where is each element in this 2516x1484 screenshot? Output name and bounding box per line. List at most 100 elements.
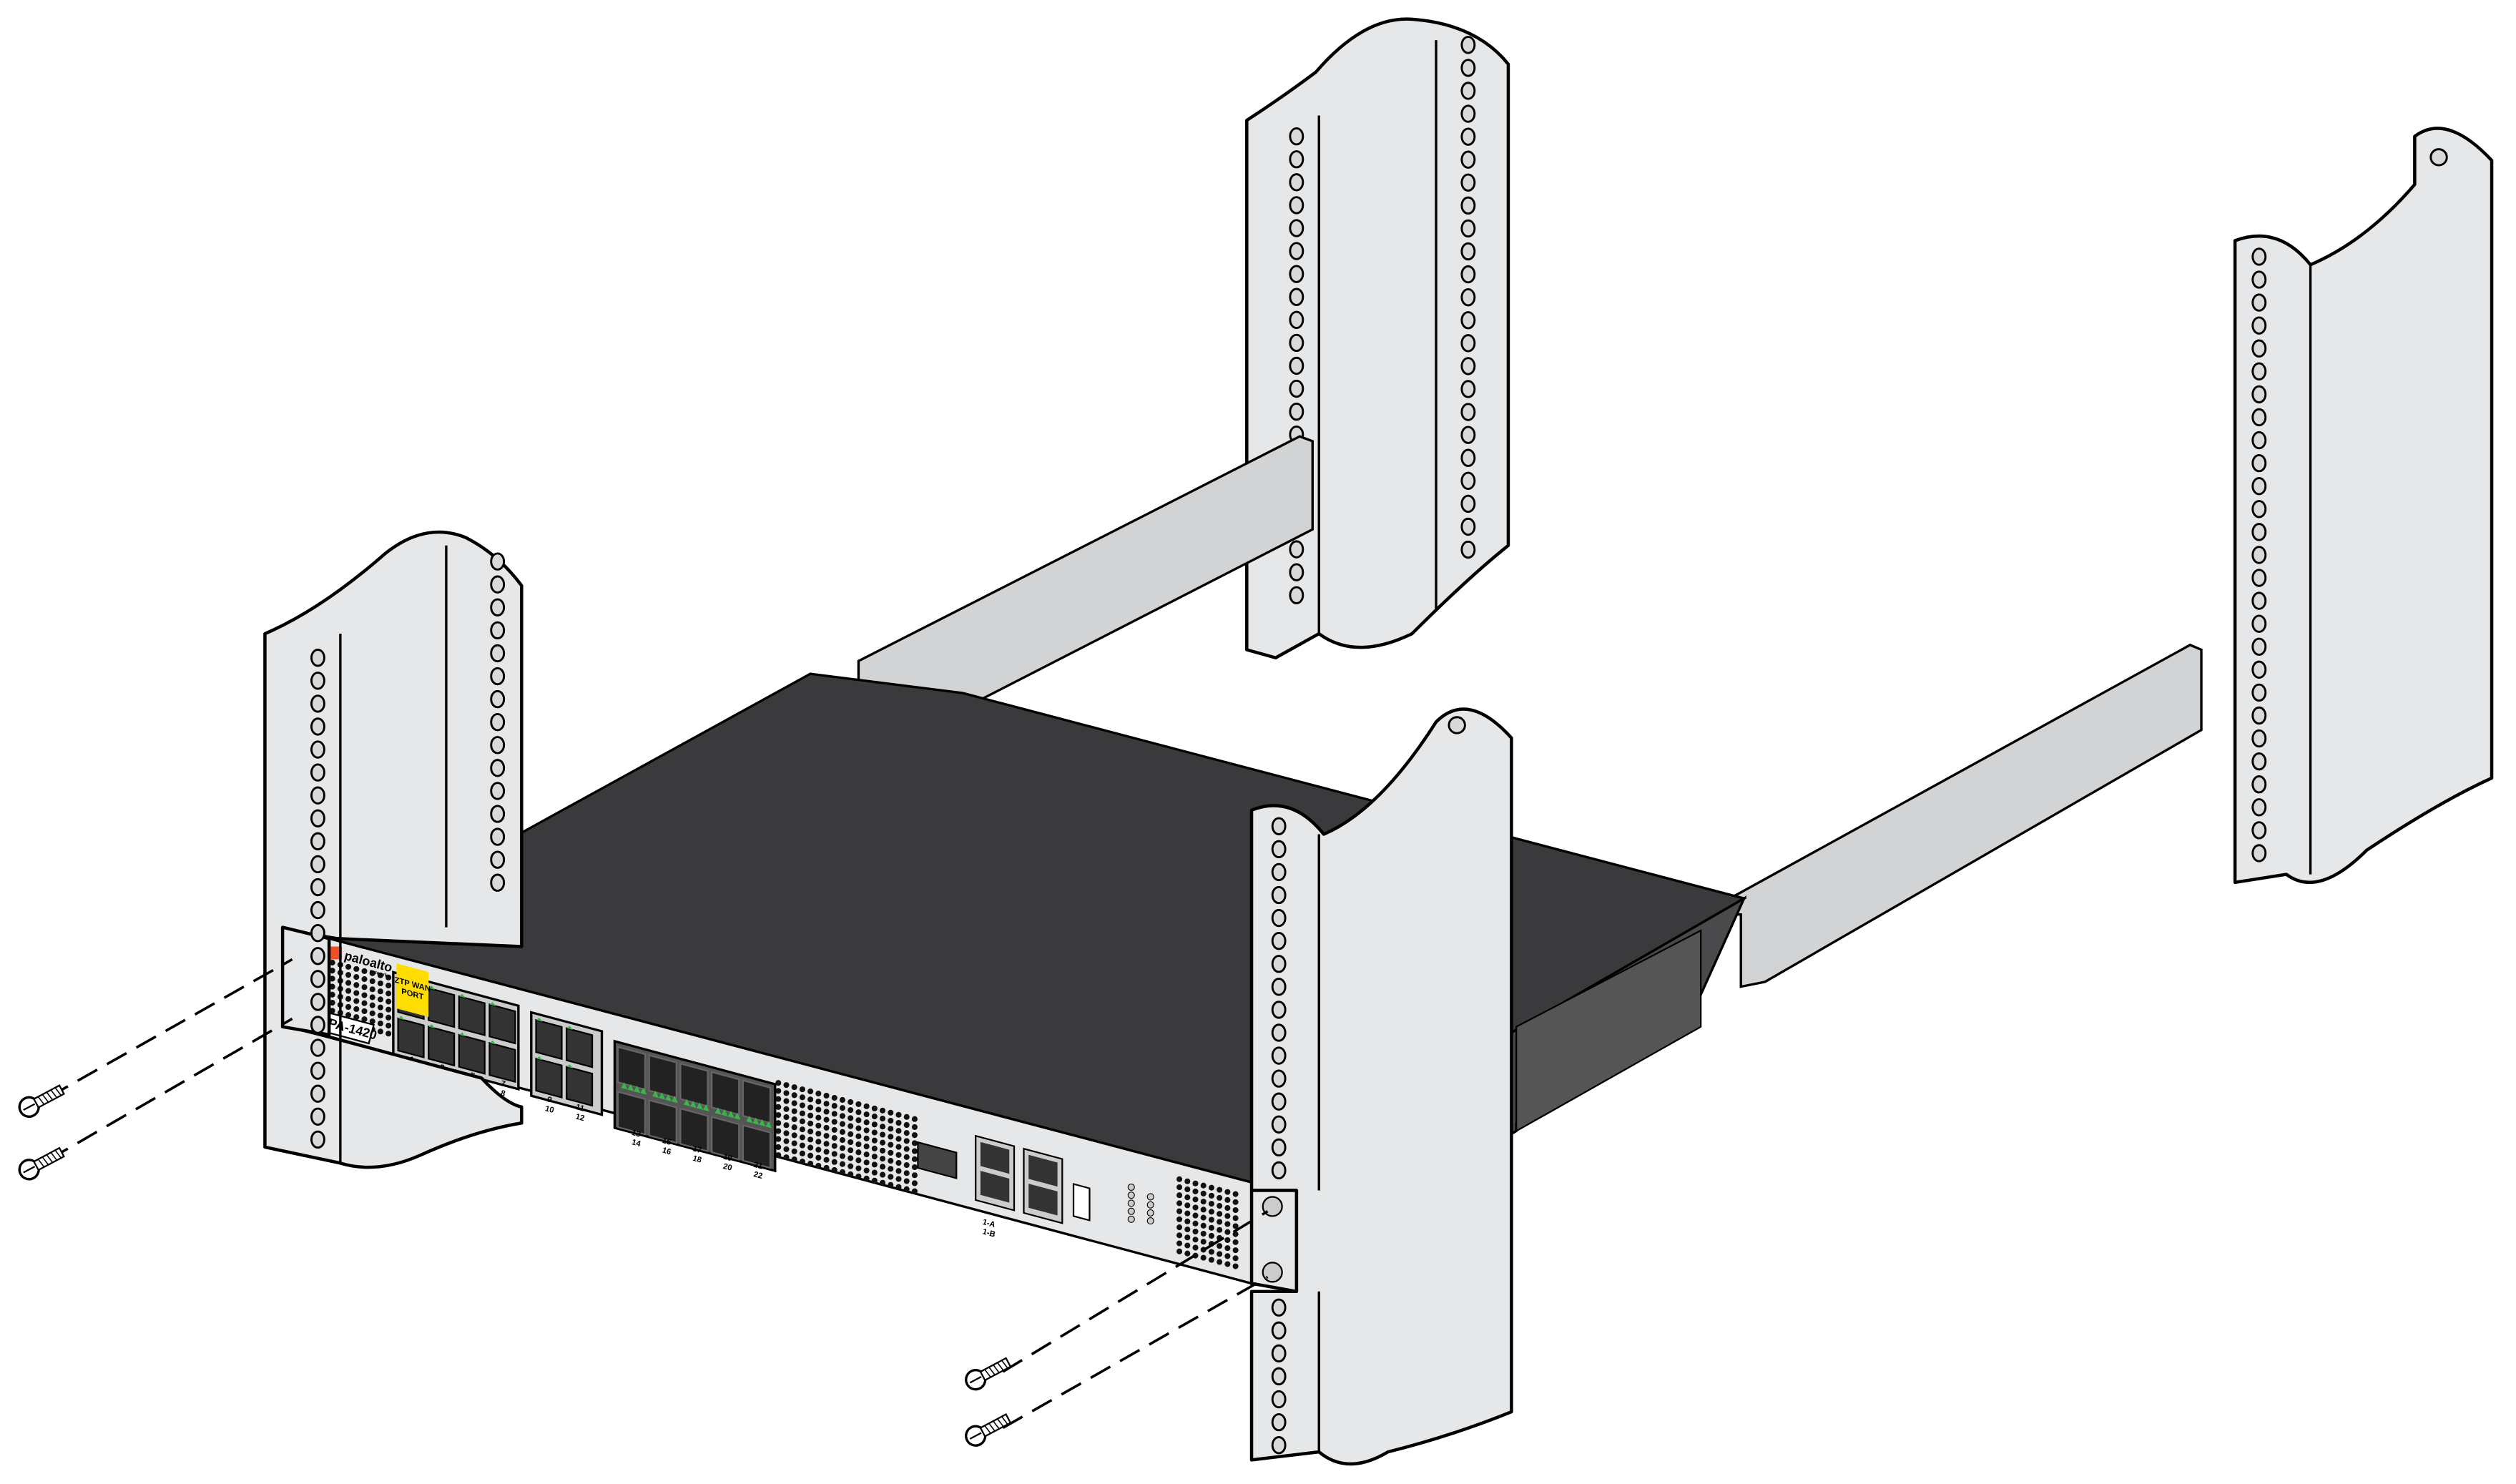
vent-hole: [1200, 1254, 1207, 1261]
vent-hole: [791, 1092, 797, 1099]
vent-hole: [1232, 1239, 1239, 1245]
vent-hole: [895, 1144, 902, 1150]
vent-hole: [903, 1138, 910, 1144]
vent-hole: [807, 1096, 814, 1103]
vent-hole: [791, 1124, 797, 1131]
rack-hole: [310, 740, 325, 759]
vent-hole: [839, 1105, 846, 1111]
mgmt-port[interactable]: [1028, 1184, 1058, 1216]
ztp-wan-tag: [396, 963, 429, 1017]
vent-hole: [880, 1124, 886, 1130]
vent-hole: [880, 1139, 886, 1146]
rack-hole: [1460, 540, 1476, 559]
vent-hole: [903, 1186, 910, 1192]
vent-hole: [1208, 1224, 1214, 1231]
vent-hole: [911, 1156, 918, 1162]
vent-hole: [880, 1179, 886, 1186]
rack-hole: [1271, 931, 1287, 950]
console-port[interactable]: [1028, 1154, 1058, 1187]
mounting-screw-icon: [18, 1146, 65, 1181]
sfp-port: [616, 1091, 647, 1136]
rack-hole: [2251, 844, 2267, 863]
vent-hole: [1208, 1209, 1214, 1215]
vent-hole: [1232, 1247, 1239, 1254]
sfp-port: [711, 1071, 740, 1116]
rack-hole: [490, 782, 506, 800]
vent-hole: [823, 1133, 830, 1139]
rack-hole: [1271, 1344, 1287, 1363]
rack-hole: [2251, 660, 2267, 679]
vent-hole: [831, 1166, 837, 1173]
rack-hole: [310, 763, 325, 782]
vent-hole: [871, 1137, 878, 1144]
rack-hole: [310, 672, 325, 690]
vent-hole: [888, 1174, 894, 1180]
sfp-mgmt-port[interactable]: [917, 1141, 958, 1179]
link-led-icon: [428, 1024, 436, 1028]
vent-hole: [815, 1122, 822, 1129]
mgmt-port-1b[interactable]: [980, 1171, 1010, 1203]
status-led: [1146, 1209, 1154, 1217]
vent-hole: [1208, 1249, 1214, 1255]
vent-hole: [1192, 1196, 1199, 1203]
vent-hole: [888, 1158, 894, 1164]
rj45-port: [566, 1066, 594, 1107]
vent-hole: [895, 1136, 902, 1142]
vent-hole: [1184, 1202, 1191, 1209]
sfp-led-icon: [714, 1107, 722, 1115]
mgmt-port-1a[interactable]: [980, 1141, 1010, 1174]
vent-hole: [880, 1131, 886, 1138]
vent-hole: [911, 1132, 918, 1139]
vent-hole: [1192, 1188, 1199, 1194]
rack-hole: [310, 832, 325, 851]
sfp-port: [711, 1116, 740, 1161]
rack-hole: [1460, 494, 1476, 513]
vent-hole: [839, 1121, 846, 1127]
vent-hole: [855, 1149, 862, 1156]
sfp-port: [742, 1079, 772, 1124]
rack-hole: [1271, 1161, 1287, 1180]
vent-hole: [1232, 1199, 1239, 1205]
vent-hole: [775, 1112, 782, 1119]
sfp-led-icon: [621, 1082, 628, 1090]
vent-hole: [1200, 1190, 1207, 1196]
vent-hole: [1224, 1213, 1231, 1219]
vent-hole: [903, 1121, 910, 1128]
vent-hole: [871, 1105, 878, 1111]
vent-hole: [369, 1002, 375, 1008]
thread-line: [50, 1089, 58, 1099]
vent-hole: [888, 1141, 894, 1148]
rack-hole: [2251, 729, 2267, 748]
vent-hole: [385, 1031, 392, 1037]
usb-port[interactable]: [1072, 1183, 1091, 1222]
vent-hole: [855, 1157, 862, 1164]
vent-hole: [807, 1104, 814, 1111]
thread-line: [37, 1159, 45, 1168]
thread-line: [993, 1365, 1000, 1373]
status-led: [1127, 1191, 1135, 1199]
rj45-port: [535, 1057, 563, 1099]
rack-hole: [1271, 1023, 1287, 1042]
rack-hole: [2251, 431, 2267, 450]
vent-hole: [783, 1090, 790, 1096]
thread-line: [46, 1091, 54, 1101]
rack-hole: [2251, 339, 2267, 358]
vent-hole: [775, 1104, 782, 1110]
status-leds: [1127, 1183, 1154, 1225]
vent-hole: [895, 1111, 902, 1118]
vent-hole: [1217, 1186, 1223, 1193]
sfp-led-icon: [652, 1091, 659, 1099]
vent-hole: [369, 1018, 375, 1025]
sfp-led-icon: [627, 1083, 634, 1091]
vent-hole: [823, 1149, 830, 1155]
vent-hole: [871, 1161, 878, 1168]
sfp-led-icon: [665, 1094, 672, 1102]
sfp-led-icon: [759, 1119, 766, 1127]
vent-hole: [871, 1169, 878, 1176]
vent-hole: [1184, 1218, 1191, 1224]
rack-hole: [2251, 591, 2267, 610]
screw-slot: [969, 1432, 982, 1440]
rack-hole: [2251, 637, 2267, 656]
vent-hole: [903, 1114, 910, 1120]
rack-hole: [1289, 540, 1304, 559]
